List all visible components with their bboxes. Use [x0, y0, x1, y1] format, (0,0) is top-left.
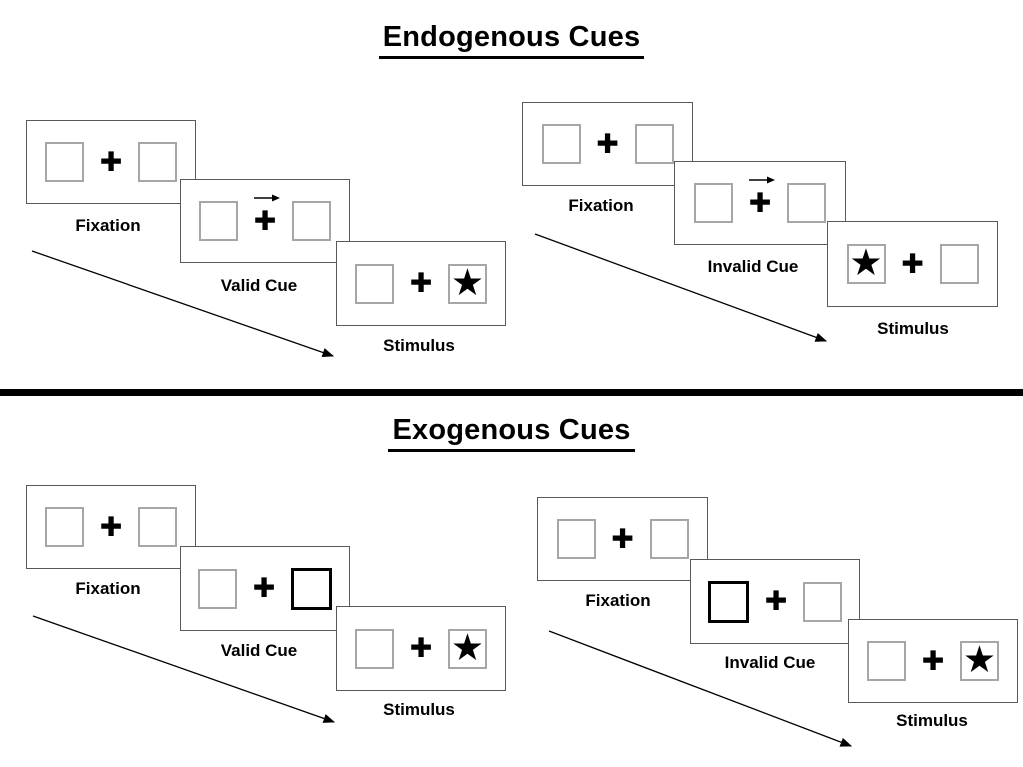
fixation-cross-icon: ✚ [99, 146, 123, 178]
fixation-cross-icon: ✚ [748, 187, 772, 219]
placeholder-square-right [634, 124, 674, 164]
sequence-progression-arrow-exogenous-invalid [548, 630, 853, 747]
placeholder-square-right: ★ [960, 641, 999, 681]
cue-highlight-square-right [291, 567, 332, 610]
placeholder-square-right [939, 244, 979, 284]
placeholder-square-right: ★ [448, 625, 487, 669]
center-cell: ✚ [747, 162, 775, 244]
placeholder-square-left: ★ [846, 241, 886, 284]
panel-label-fixation: Fixation [75, 579, 141, 598]
placeholder-square-left [45, 142, 84, 182]
panel-endogenous-invalid-stimulus: ★✚ [827, 221, 998, 307]
panel-endogenous-valid-stimulus: ✚★ [336, 241, 506, 326]
section-title-endogenous: Endogenous Cues [0, 21, 1023, 59]
placeholder-square-right [138, 142, 177, 182]
fixation-cross-icon: ✚ [409, 268, 433, 299]
placeholder-square-left [355, 628, 394, 669]
panel-label-fixation: Fixation [585, 591, 651, 610]
placeholder-square-left [355, 263, 394, 304]
fixation-cross-icon: ✚ [764, 586, 788, 617]
star-target-icon: ★ [450, 260, 485, 304]
fixation-cross-icon: ✚ [253, 205, 277, 237]
placeholder-square-right [138, 507, 177, 547]
placeholder-square-left [45, 507, 84, 547]
panel-label-cue: Invalid Cue [724, 653, 816, 672]
center-cell: ✚ [98, 486, 124, 568]
placeholder-square-left [556, 519, 596, 559]
center-cell: ✚ [252, 180, 280, 262]
fixation-cross-icon: ✚ [611, 523, 634, 555]
cue-arrow-right-icon [749, 176, 775, 184]
center-cell: ✚ [98, 121, 124, 203]
panel-label-cue: Invalid Cue [707, 257, 799, 276]
section-title-exogenous-text: Exogenous Cues [388, 414, 635, 452]
center-cell: ✚ [595, 103, 621, 185]
fixation-cross-icon: ✚ [252, 573, 276, 604]
fixation-cross-icon: ✚ [409, 633, 433, 664]
panel-endogenous-invalid-cue: ✚ [674, 161, 846, 245]
panel-label-fixation: Fixation [75, 216, 141, 235]
panel-label-cue: Valid Cue [220, 641, 298, 660]
panel-exogenous-valid-fixation: ✚ [26, 485, 196, 569]
sequence-progression-arrow-exogenous-valid [32, 615, 336, 723]
panel-endogenous-valid-fixation: ✚ [26, 120, 196, 204]
placeholder-square-left [694, 183, 733, 223]
cue-arrow-right-icon [254, 194, 280, 202]
placeholder-square-left [541, 124, 581, 164]
fixation-cross-icon: ✚ [596, 128, 619, 160]
panel-label-stimulus: Stimulus [383, 700, 455, 719]
panel-label-stimulus: Stimulus [877, 319, 949, 338]
panel-endogenous-valid-cue: ✚ [180, 179, 350, 263]
center-cell: ✚ [763, 560, 789, 643]
panel-label-fixation: Fixation [568, 196, 634, 215]
section-title-exogenous: Exogenous Cues [0, 414, 1023, 452]
fixation-cross-icon: ✚ [901, 248, 924, 280]
cue-highlight-square-left [708, 580, 749, 623]
section-title-endogenous-text: Endogenous Cues [378, 21, 645, 59]
panel-label-stimulus: Stimulus [896, 711, 968, 730]
placeholder-square-left [199, 201, 238, 241]
placeholder-square-right [803, 581, 842, 622]
center-cell: ✚ [251, 547, 277, 630]
star-target-icon: ★ [962, 638, 997, 681]
placeholder-square-right [292, 201, 331, 241]
section-divider [0, 389, 1023, 396]
sequence-progression-arrow-endogenous-invalid [534, 233, 828, 342]
placeholder-square-right [649, 519, 689, 559]
center-cell: ✚ [408, 607, 434, 690]
placeholder-square-left [867, 641, 906, 681]
center-cell: ✚ [610, 498, 636, 580]
fixation-cross-icon: ✚ [99, 511, 123, 543]
star-target-icon: ★ [450, 625, 485, 669]
fixation-cross-icon: ✚ [921, 645, 945, 677]
panel-exogenous-valid-stimulus: ✚★ [336, 606, 506, 691]
placeholder-square-left [198, 568, 237, 609]
placeholder-square-right [787, 183, 826, 223]
sequence-progression-arrow-endogenous-valid [31, 250, 335, 357]
placeholder-square-right: ★ [448, 260, 487, 304]
panel-exogenous-valid-cue: ✚ [180, 546, 350, 631]
center-cell: ✚ [408, 242, 434, 325]
star-target-icon: ★ [849, 241, 883, 284]
panel-label-stimulus: Stimulus [383, 336, 455, 355]
panel-exogenous-invalid-stimulus: ✚★ [848, 619, 1018, 703]
panel-label-cue: Valid Cue [220, 276, 298, 295]
center-cell: ✚ [920, 620, 946, 702]
panel-exogenous-invalid-fixation: ✚ [537, 497, 708, 581]
center-cell: ✚ [900, 222, 926, 306]
panel-exogenous-invalid-cue: ✚ [690, 559, 860, 644]
panel-endogenous-invalid-fixation: ✚ [522, 102, 693, 186]
